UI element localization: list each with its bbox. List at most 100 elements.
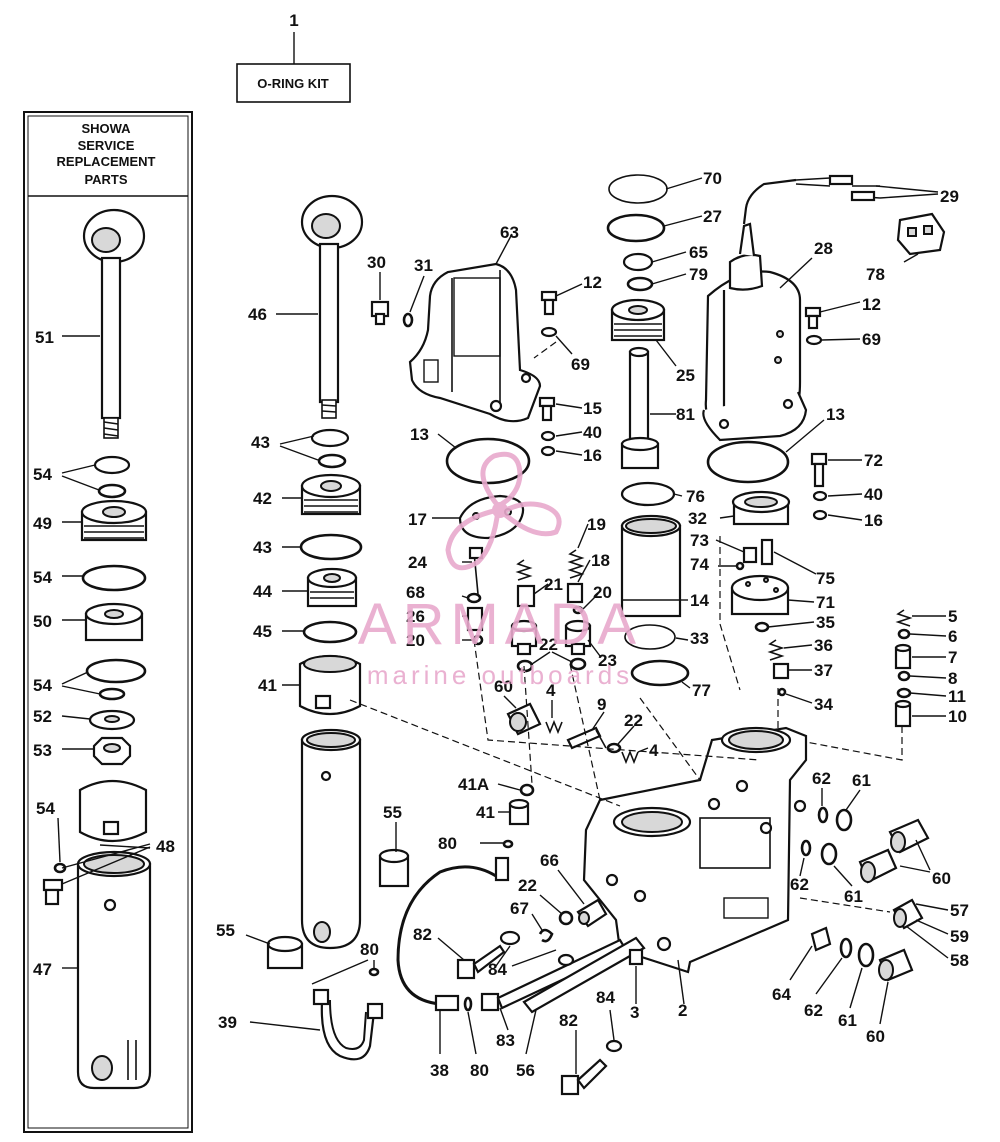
pump-71 [730,574,790,616]
o-ring-45 [302,620,358,644]
valve-26 [466,606,484,632]
label-80-a: 80 [438,834,457,853]
label-8: 8 [948,669,957,688]
label-74: 74 [690,555,709,574]
label-28: 28 [814,239,833,258]
label-76: 76 [686,487,705,506]
label-29: 29 [940,187,959,206]
o-ring-13-left [445,437,531,485]
screw-24 [468,546,484,595]
showa-line-2: SERVICE [78,138,135,153]
label-48: 48 [156,837,175,856]
label-82-a: 82 [413,925,432,944]
label-82-b: 82 [559,1011,578,1030]
label-84-b: 84 [596,988,615,1007]
screw-12-center [540,290,558,316]
label-57: 57 [950,901,969,920]
label-61-c: 61 [838,1011,857,1030]
ball-34 [777,687,787,697]
fitting-80-top [494,839,514,882]
o-ring-43-small [317,453,347,469]
o-ring-54-small [98,687,126,701]
label-20-b: 20 [593,583,612,602]
label-83: 83 [496,1031,515,1050]
washer-16-right [812,509,828,521]
label-58: 58 [950,951,969,970]
label-46: 46 [248,305,267,324]
check-valve-21-left [510,619,538,656]
o-ring-61-a [835,808,853,832]
spring-left-21 [515,559,533,581]
bushing-3 [628,948,644,966]
label-50: 50 [33,612,52,631]
o-ring-8 [897,670,911,682]
o-ring-22-right [569,657,587,671]
o-ring-22-valve [606,742,622,754]
o-ring-kit-callout: 1 O-RING KIT [236,11,351,103]
label-11: 11 [948,687,966,706]
label-41-b: 41 [476,803,495,822]
washer-52 [88,709,136,731]
o-ring-62-b [800,839,812,857]
valve-60-b [858,848,898,884]
cylinder-cap-42 [300,473,362,516]
label-69-a: 69 [571,355,590,374]
label-39: 39 [218,1013,237,1032]
piston-44 [306,567,358,608]
label-10: 10 [948,707,967,726]
label-18: 18 [591,551,610,570]
pin-73 [742,546,758,564]
seal-65 [622,252,654,272]
o-ring-13-right [706,440,790,484]
sleeve-14 [620,514,682,618]
spring-19 [567,549,585,579]
label-22-c: 22 [518,876,537,895]
label-22-a: 22 [539,635,558,654]
rotor-32 [731,490,791,526]
showa-line-1: SHOWA [81,121,131,136]
rod-56 [522,936,646,1014]
label-72: 72 [864,451,883,470]
label-12-b: 12 [862,295,881,314]
valve-21 [516,584,536,608]
screw-12-right [804,306,822,330]
pin-75 [760,538,774,566]
label-78: 78 [866,265,885,284]
watermark-brand: ARMADA [358,592,642,657]
label-30: 30 [367,253,386,272]
screw-30 [370,300,390,326]
label-41: 41 [258,676,277,695]
label-61-b: 61 [844,887,863,906]
check-valve-23 [564,619,592,656]
label-60-a: 60 [494,677,513,696]
label-54-d: 54 [36,799,55,818]
clip-67 [538,928,554,943]
label-54-c: 54 [33,676,52,695]
label-20-a: 20 [406,631,425,650]
valve-60-a [888,818,930,854]
label-71: 71 [816,593,835,612]
showa-line-4: PARTS [84,172,127,187]
o-ring-22-left [516,659,534,673]
o-ring-33 [624,624,676,650]
label-35: 35 [816,613,835,632]
watermark-tagline: marine outboards [367,660,633,690]
screw-15 [538,396,556,422]
label-25: 25 [676,366,695,385]
label-60-c: 60 [866,1027,885,1046]
label-67: 67 [510,899,529,918]
bushing-55-upper [378,848,410,888]
label-43-a: 43 [251,433,270,452]
washer-40-right [812,490,828,502]
label-41a: 41A [458,775,489,794]
bolt-72 [810,452,828,488]
label-62-c: 62 [804,1001,823,1020]
o-ring-41a [519,783,535,797]
wire-harness-29 [742,174,881,225]
label-54-a: 54 [33,465,52,484]
label-34: 34 [814,695,833,714]
o-ring-62-a [817,806,829,824]
label-70: 70 [703,169,722,188]
valve-7 [894,643,912,670]
ring-70 [608,174,668,204]
